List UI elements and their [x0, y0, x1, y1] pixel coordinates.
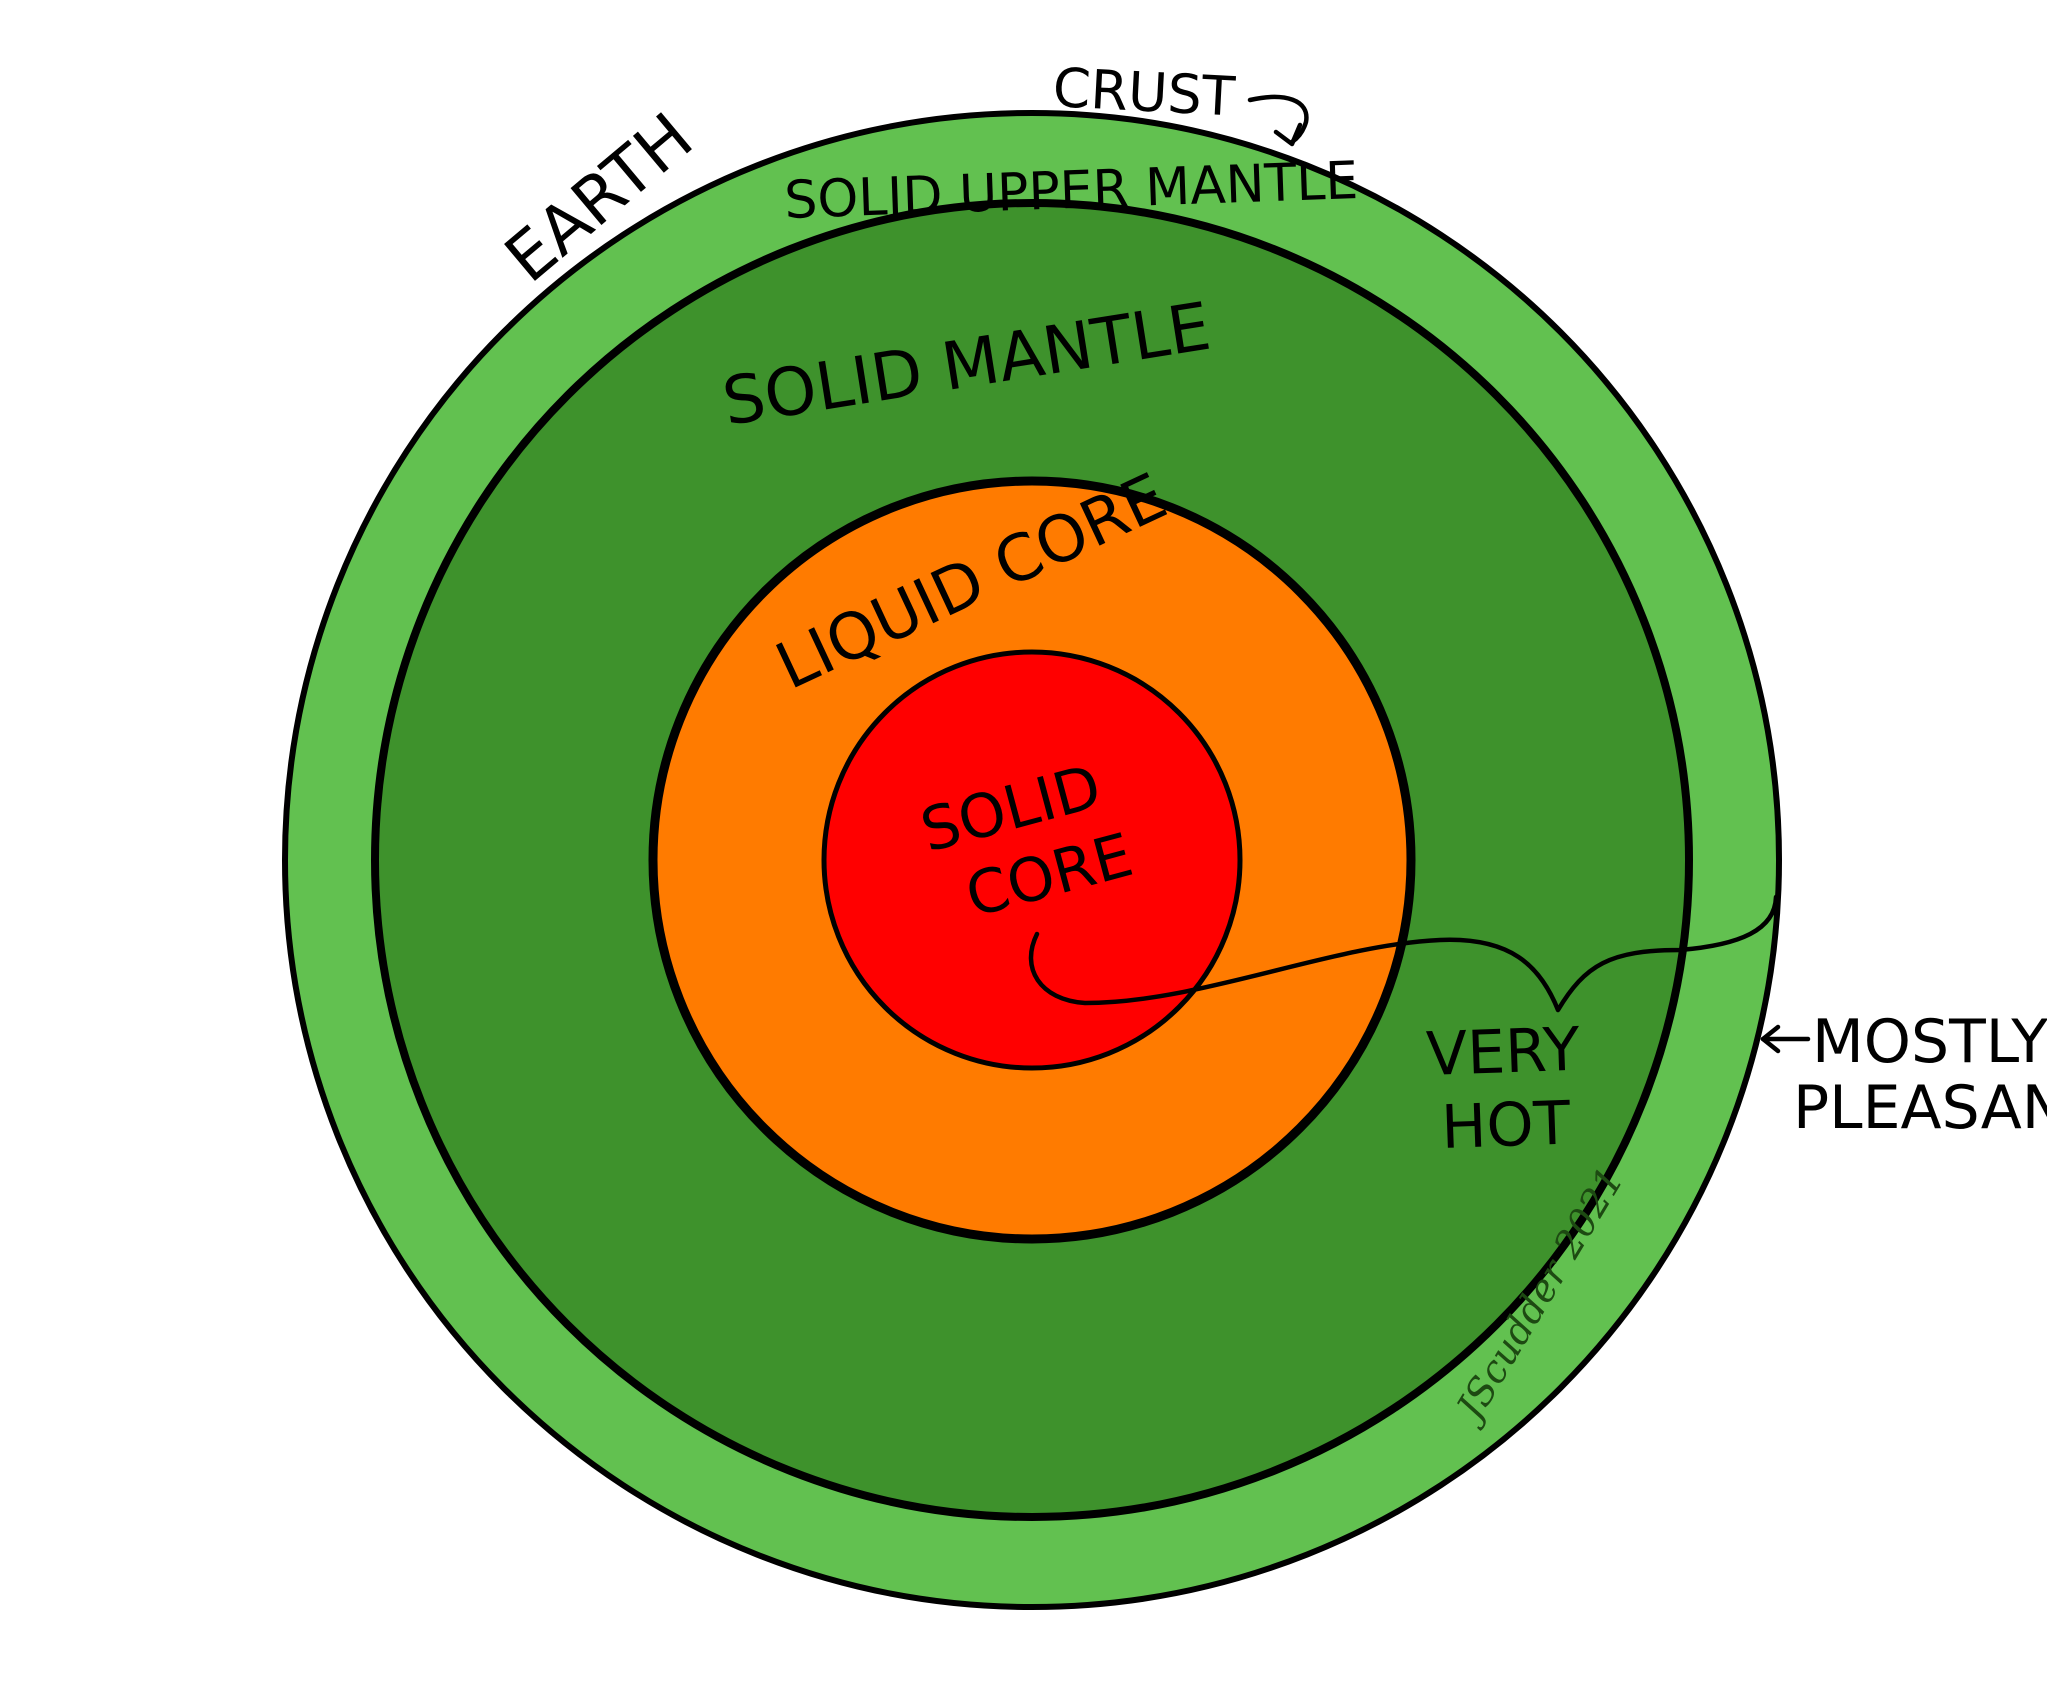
heat-path-line [1028, 894, 1779, 1013]
crust-arrow [1247, 94, 1309, 145]
label-very-hot-line2: HOT [1440, 1089, 1572, 1163]
label-mostly-pleasant-line1: MOSTLY [1812, 1007, 2047, 1077]
solid-core-layer [821, 649, 1243, 1071]
surface-arrowhead [1760, 1024, 1781, 1054]
label-crust: CRUST [1051, 56, 1237, 128]
label-mostly-pleasant-line2: PLEASANT [1793, 1073, 2047, 1143]
label-very-hot-line1: VERY [1425, 1015, 1581, 1090]
crust-arrowhead [1273, 122, 1303, 147]
